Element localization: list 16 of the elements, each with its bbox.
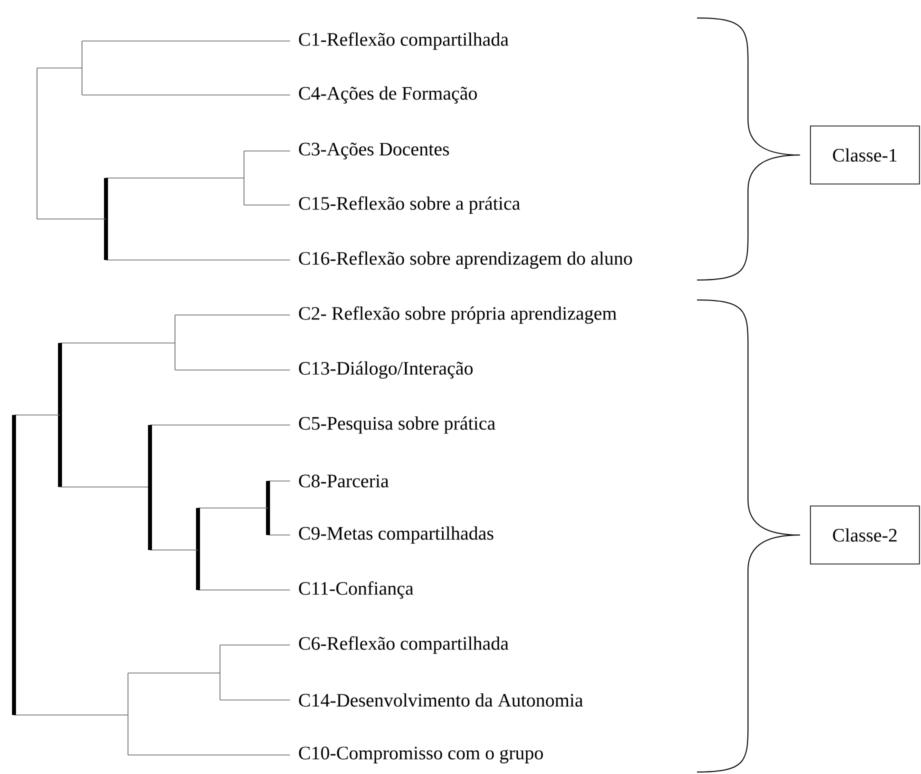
leaf-label: C15-Reflexão sobre a prática <box>299 196 520 214</box>
leaf-label: C16-Reflexão sobre aprendizagem do aluno <box>299 251 632 269</box>
leaf-label: C4-Ações de Formação <box>299 86 477 104</box>
leaf-label: C14-Desenvolvimento da Autonomia <box>299 693 583 707</box>
leaf-label: C13-Diálogo/Interação <box>299 361 473 379</box>
leaf-label: C8-Parceria <box>299 474 389 488</box>
class-box: Classe-2 <box>810 506 920 564</box>
leaf-label: C9-Metas compartilhadas <box>299 526 494 544</box>
leaf-label: C5-Pesquisa sobre prática <box>299 416 496 434</box>
leaf-label: C10-Compromisso com o grupo <box>299 746 543 764</box>
leaf-label: C11-Confiança <box>299 581 414 599</box>
class-box: Classe-1 <box>810 126 920 184</box>
leaf-label: C6-Reflexão compartilhada <box>299 636 508 654</box>
leaf-label: C1-Reflexão compartilhada <box>299 32 508 50</box>
leaf-label: C3-Ações Docentes <box>299 142 449 160</box>
leaf-label: C2- Reflexão sobre própria aprendizagem <box>299 306 617 324</box>
